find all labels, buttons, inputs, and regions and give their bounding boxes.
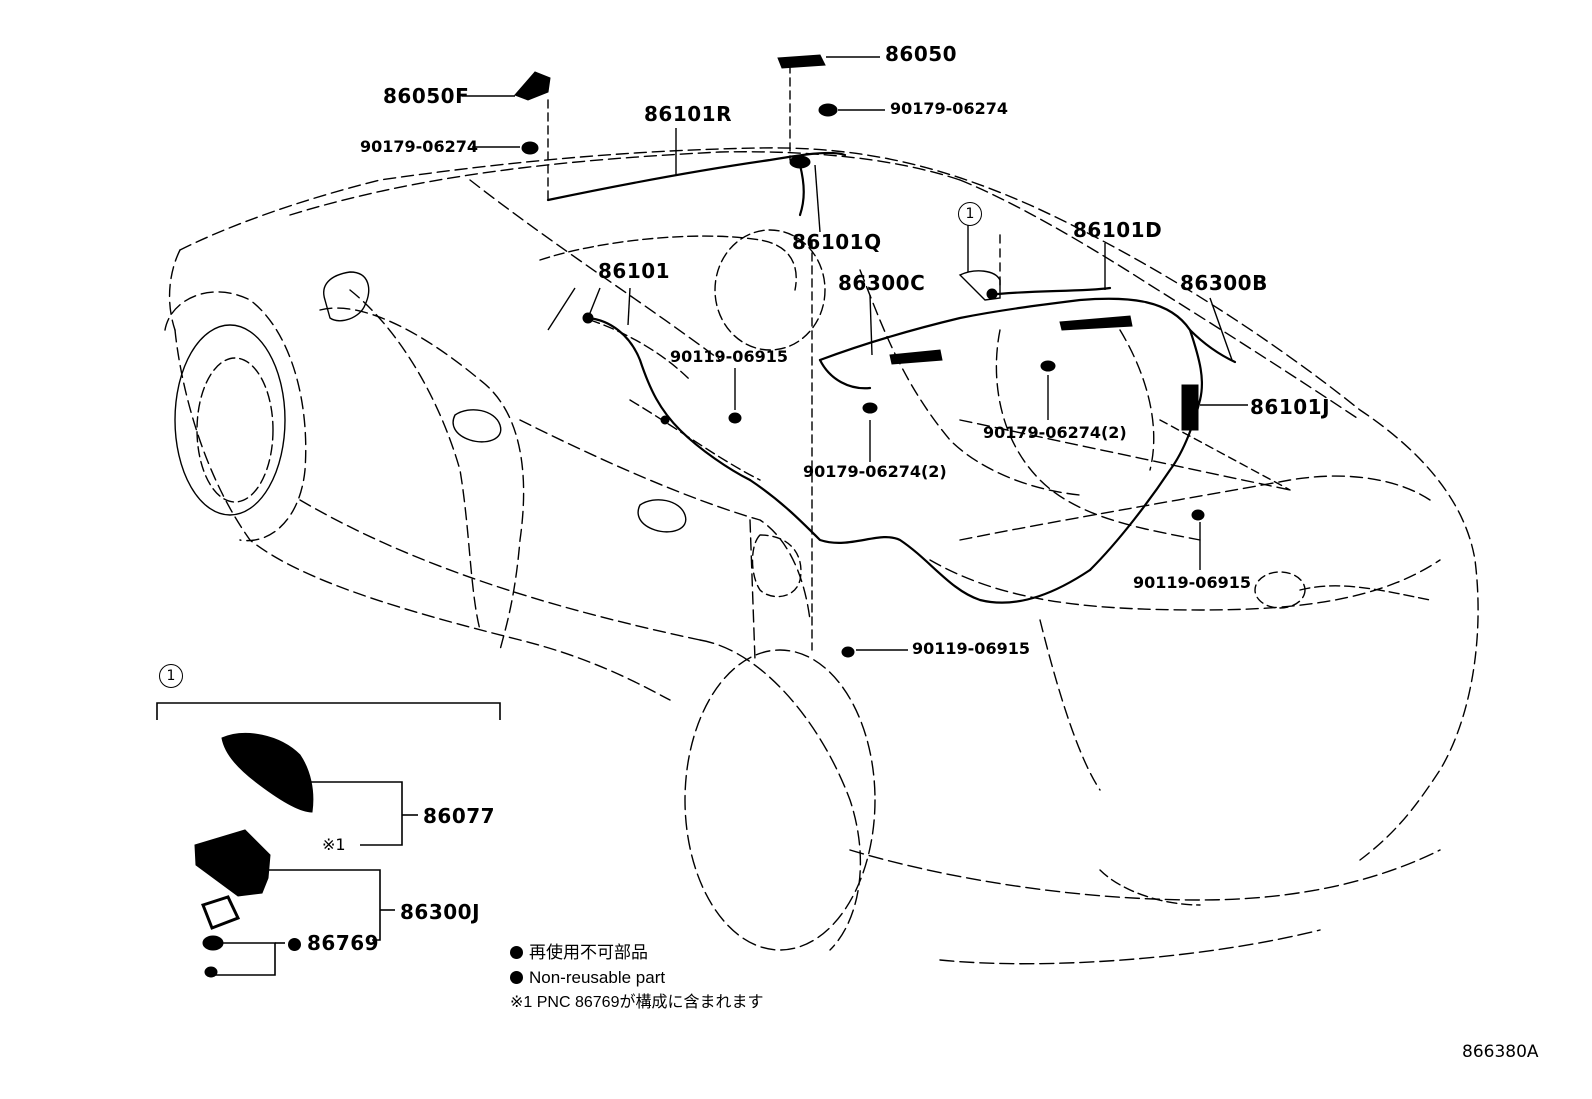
label-90119-bottom: 90119-06915 bbox=[912, 639, 1030, 658]
legend-english: Non-reusable part bbox=[510, 969, 665, 986]
note-ref-1: ※1 bbox=[322, 835, 346, 854]
figure-id: 866380A bbox=[1462, 1042, 1539, 1062]
legend-en-text: Non-reusable part bbox=[529, 968, 666, 987]
label-86077: 86077 bbox=[423, 804, 496, 828]
label-86101D: 86101D bbox=[1073, 218, 1163, 242]
label-90179-2-center: 90179-06274(2) bbox=[803, 462, 947, 481]
label-90179-2-right: 90179-06274(2) bbox=[983, 423, 1127, 442]
label-86300C: 86300C bbox=[838, 271, 926, 295]
label-86101Q: 86101Q bbox=[792, 230, 882, 254]
legend-jp-text: 再使用不可部品 bbox=[529, 943, 648, 962]
label-86101R: 86101R bbox=[644, 102, 732, 126]
legend-japanese: 再使用不可部品 bbox=[510, 944, 648, 961]
label-90119-right: 90119-06915 bbox=[1133, 573, 1251, 592]
reference-circle-roof: 1 bbox=[958, 202, 982, 226]
label-86300B: 86300B bbox=[1180, 271, 1268, 295]
label-86101J: 86101J bbox=[1250, 395, 1331, 419]
label-90179-left: 90179-06274 bbox=[360, 137, 478, 156]
legend-note-1: ※1 PNC 86769が構成に含まれます bbox=[510, 994, 764, 1011]
non-reusable-dot-icon bbox=[510, 946, 523, 959]
label-90179-top: 90179-06274 bbox=[890, 99, 1008, 118]
label-90119-mid: 90119-06915 bbox=[670, 347, 788, 366]
reference-circle-inset: 1 bbox=[159, 664, 183, 688]
label-86769: 86769 bbox=[307, 931, 380, 955]
label-86050F: 86050F bbox=[383, 84, 470, 108]
non-reusable-dot-icon bbox=[288, 938, 301, 951]
label-86101: 86101 bbox=[598, 259, 671, 283]
non-reusable-dot-icon bbox=[510, 971, 523, 984]
label-86769-row: 86769 bbox=[288, 933, 379, 953]
label-86300J: 86300J bbox=[400, 900, 481, 924]
label-86050: 86050 bbox=[885, 42, 958, 66]
